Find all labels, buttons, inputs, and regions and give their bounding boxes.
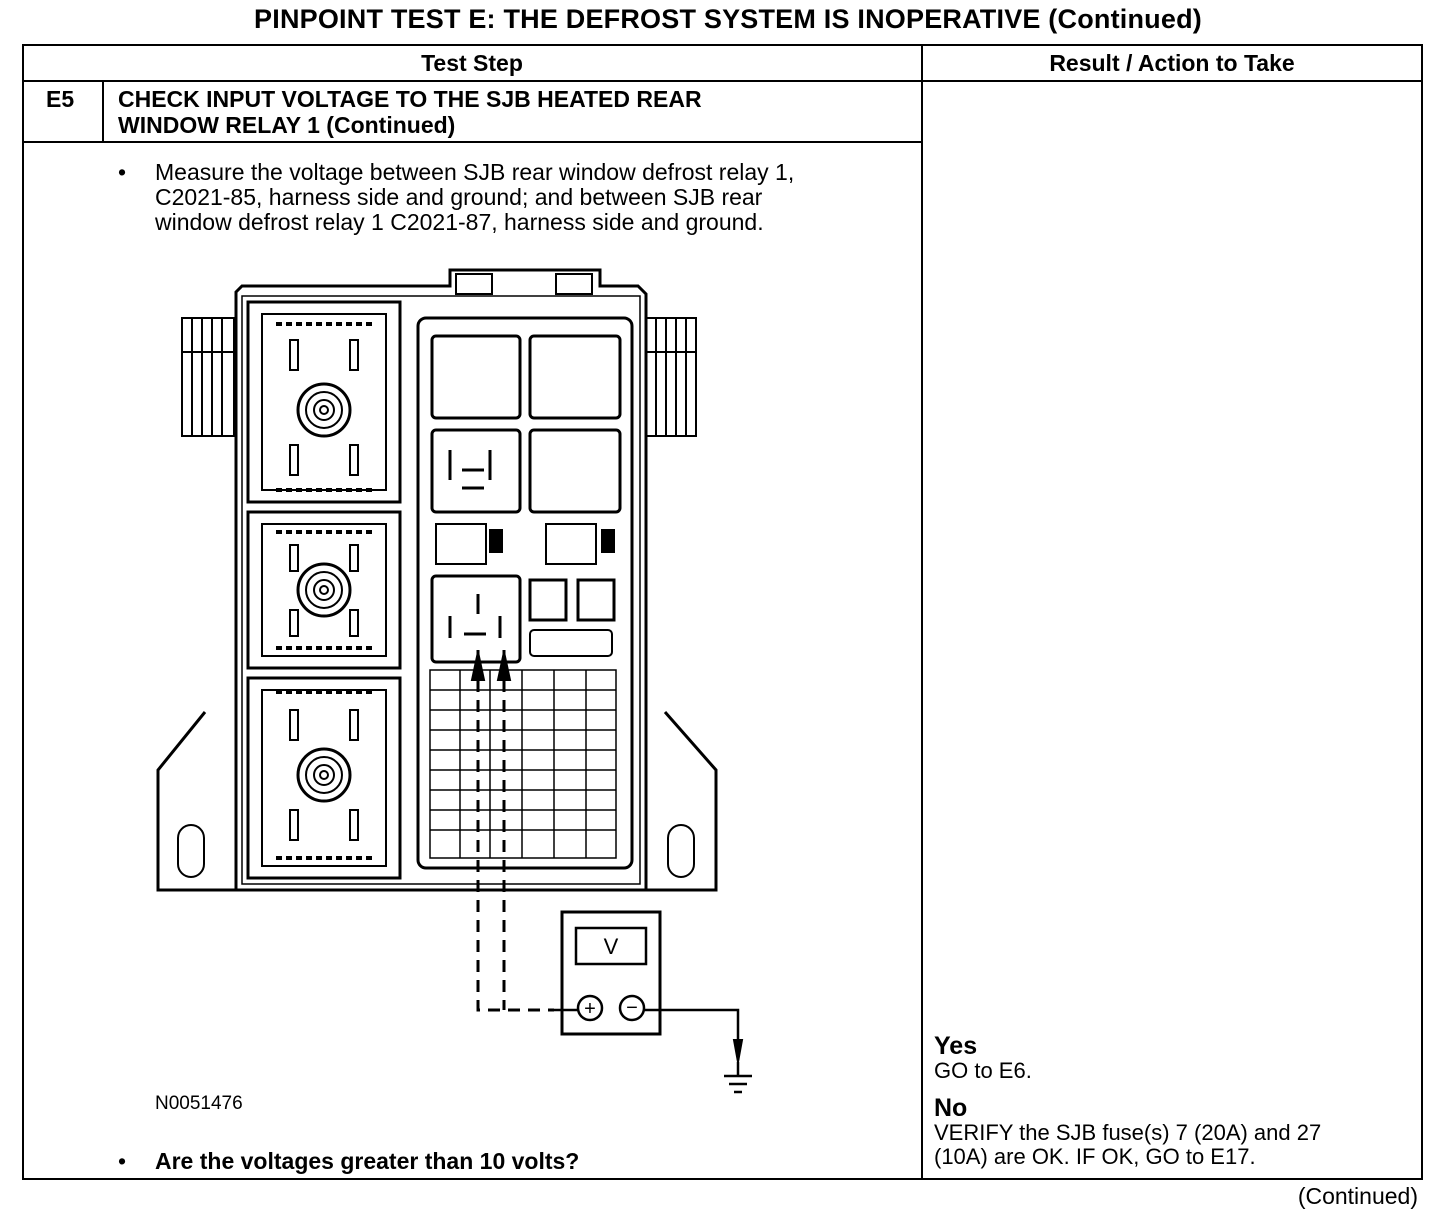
column-divider [921,44,923,1180]
meter-minus-terminal [618,994,646,1022]
mini-fuse-grid [429,669,617,859]
sjb-voltage-diagram: V + − [156,268,752,1094]
multimeter-display [574,926,648,966]
step-title-line2: WINDOW RELAY 1 (Continued) [118,112,456,138]
header-result-action: Result / Action to Take [1049,50,1295,76]
header-divider [22,80,1423,82]
result-no-action-line2: (10A) are OK. IF OK, GO to E17. [934,1144,1256,1169]
meter-minus-label: − [626,997,638,1019]
instruction-line1: Measure the voltage between SJB rear win… [155,159,795,185]
instruction-line2: C2021-85, harness side and ground; and b… [155,184,763,210]
latch-right [555,273,593,295]
figure-id: N0051476 [155,1093,243,1114]
test-table [22,44,1423,1180]
step-id: E5 [46,86,75,112]
mini-relay-right [545,523,597,565]
multimeter-body [560,910,662,1036]
meter-voltage-label: V [604,934,619,959]
bracket-slot-right [667,824,695,878]
lead-85 [476,680,554,1012]
right-connector-ribs [645,317,697,437]
result-no-action-line1: VERIFY the SJB fuse(s) 7 (20A) and 27 [934,1120,1322,1145]
step-id-divider [102,80,104,142]
instruction-text: Measure the voltage between SJB rear win… [155,160,794,235]
instruction-bullet: • Measure the voltage between SJB rear w… [118,160,898,240]
connector-c2280b [246,510,402,670]
fuse-block-a [528,578,568,622]
header-test-step: Test Step [421,50,523,76]
result-yes-label: Yes [934,1032,978,1060]
bullet-dot: • [118,159,127,185]
latch-left [455,273,493,295]
step-title: CHECK INPUT VOLTAGE TO THE SJB HEATED RE… [118,86,702,138]
left-connector-ribs [181,317,235,437]
ground-symbol [724,1074,752,1094]
relay-fuse-panel [416,316,634,870]
continued-note: (Continued) [1297,1183,1418,1209]
fuse-block-c [529,629,613,657]
connector-c2280a [246,300,402,504]
question-bullet: • Are the voltages greater than 10 volts… [118,1149,898,1177]
relay-mid-right [528,428,622,514]
step-title-line1: CHECK INPUT VOLTAGE TO THE SJB HEATED RE… [118,86,702,112]
result-yes: Yes GO to E6. [934,1034,1032,1083]
fuse-block-b [576,578,616,622]
meter-plus-terminal [576,994,604,1022]
step-title-divider [22,141,922,143]
connector-c2280c [246,676,402,880]
mini-relay-left [435,523,487,565]
probe-arrowheads [470,651,512,681]
relay-top-left [430,334,522,420]
meter-plus-label: + [584,998,596,1020]
instruction-line3: window defrost relay 1 C2021-87, harness… [155,209,764,235]
result-yes-action: GO to E6. [934,1058,1032,1083]
relay-top-right [528,334,622,420]
relay-mid-left [430,428,522,514]
bullet-dot: • [118,1148,127,1174]
bracket-slot-left [177,824,205,878]
defrost-relay-1-socket [430,574,522,664]
question-text: Are the voltages greater than 10 volts? [155,1148,580,1174]
page-title: PINPOINT TEST E: THE DEFROST SYSTEM IS I… [254,4,1202,34]
result-no-label: No [934,1094,968,1122]
result-no: No VERIFY the SJB fuse(s) 7 (20A) and 27… [934,1096,1321,1169]
housing-outline [234,268,648,892]
